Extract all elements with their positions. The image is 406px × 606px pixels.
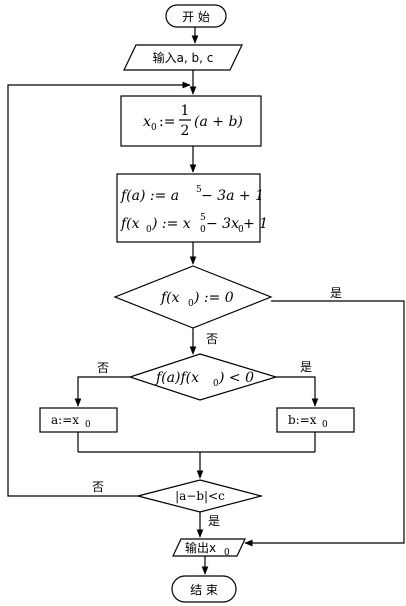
decision-root-no-label: 否 [206,332,218,346]
assign-b-sub: 0 [322,420,328,430]
assign-a-sub: 0 [85,420,91,430]
decision-sign-yes-label: 是 [300,360,312,374]
decision-tol-yes-label: 是 [208,514,220,528]
end-terminal: 结 束 [171,575,237,603]
decision-sign-post: ) < 0 [218,370,254,386]
output-sub: 0 [224,548,230,558]
decision-tol-no-label: 否 [92,480,104,494]
compute-f-line1-exp: 5 [196,185,202,195]
decision-root-sub: 0 [188,299,194,309]
input-label: 输入a, b, c [153,50,214,65]
compute-f-line2-lhs: f(x [120,216,140,232]
compute-f-line2-exp: 5 [200,213,206,223]
assign-x0-box: x 0 := 1 2 (a + b) [120,95,262,147]
compute-f-line2-rest2: + 1 [243,216,268,232]
arrow-sign-yes-to-b [276,376,319,407]
compute-f-line1-rest: − 3a + 1 [201,188,264,204]
decision-root-pre: f(x [160,290,180,306]
assign-x0-op: := [159,114,175,130]
assign-a-pre: a:=x [51,413,79,427]
assign-a-box: a:=x 0 [39,407,118,433]
decision-tol-label: |a−b|<c [175,489,225,503]
assign-x0-lhs: x [143,114,151,130]
compute-f-line2-rest-sub: 0 [238,225,244,235]
decision-sign-no-label: 否 [97,361,109,375]
decision-sign: f(a)f(x 0 ) < 0 [128,353,279,401]
assign-x0-frac-den: 2 [181,123,190,139]
assign-x0-frac-num: 1 [181,103,190,119]
compute-f-line2-rest1: − 3x [206,216,239,232]
arrow-root-yes-to-output [244,300,405,547]
decision-sign-pre: f(a)f(x [155,370,199,386]
output-pre: 输出x [185,540,216,555]
assign-b-box: b:=x 0 [276,407,355,433]
input-box: 输入a, b, c [123,44,243,71]
assign-b-pre: b:=x [288,413,317,427]
decision-sign-sub: 0 [213,379,219,389]
end-label: 结 束 [190,583,218,597]
decision-root: f(x 0 ) := 0 [113,265,273,329]
output-box: 输出x 0 [172,538,246,558]
compute-f-line2-lhs-close: ) := x [151,216,191,232]
start-terminal: 开 始 [165,4,227,28]
compute-f-line1-lhs: f(a) := a [120,188,179,204]
arrow-sign-no-to-a [74,376,130,407]
assign-x0-sub: 0 [151,123,157,133]
assign-x0-rhs: (a + b) [194,114,243,130]
decision-root-yes-label: 是 [330,286,342,300]
compute-f-box: f(a) := a 5 − 3a + 1 f(x 0 ) := x 0 5 − … [116,173,268,243]
decision-tolerance: |a−b|<c [137,479,264,513]
arrow-tol-no-loop [7,81,191,497]
start-label: 开 始 [182,10,210,24]
compute-f-line2-lhs-sub: 0 [146,225,152,235]
compute-f-line2-xsub: 0 [200,225,206,235]
decision-root-post: ) := 0 [193,290,234,306]
